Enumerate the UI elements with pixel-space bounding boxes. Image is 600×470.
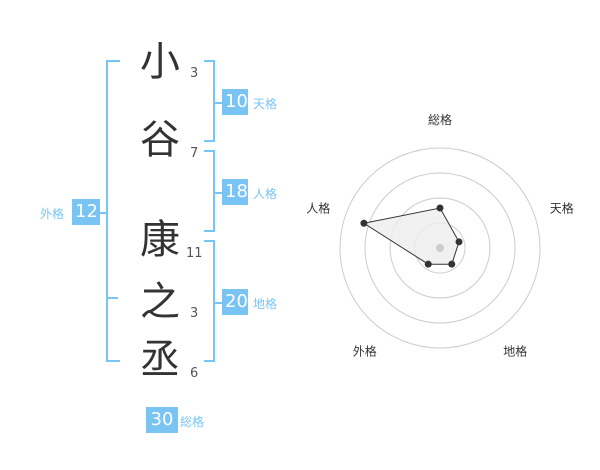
chikaku-connector	[215, 302, 222, 304]
tenkaku-connector	[215, 102, 222, 104]
gaikaku-bracket-divider	[106, 297, 118, 299]
stroke-count-3: 11	[186, 246, 203, 261]
jinkaku-connector	[215, 192, 222, 194]
radar-point-2	[455, 238, 463, 246]
radar-axis-label-5: 人格	[306, 200, 330, 215]
radar-axis-label-4: 外格	[353, 344, 377, 359]
jinkaku-label: 人格	[253, 187, 278, 201]
gaikaku-value: 12	[72, 199, 100, 225]
soukaku-label: 総格	[180, 415, 205, 429]
soukaku-value: 30	[146, 407, 178, 433]
radar-ring-4	[339, 147, 541, 349]
name-char-1: 小	[140, 39, 180, 85]
radar-axis-label-2: 天格	[550, 200, 574, 215]
name-char-4: 之	[140, 279, 180, 325]
name-char-5: 丞	[140, 337, 180, 383]
name-char-2: 谷	[140, 117, 180, 163]
radar-axis-label-1: 総格	[428, 112, 452, 127]
jinkaku-bracket	[204, 150, 215, 232]
stroke-count-2: 7	[190, 146, 199, 161]
radar-axis-label-3: 地格	[503, 344, 527, 359]
radar-point-3	[448, 260, 456, 268]
gaikaku-label: 外格	[40, 207, 65, 221]
chikaku-value: 20	[222, 289, 248, 315]
gaikaku-bracket	[106, 60, 120, 362]
tenkaku-value: 10	[222, 89, 248, 115]
tenkaku-bracket	[204, 60, 215, 142]
radar-point-4	[424, 260, 432, 268]
stroke-count-5: 6	[190, 366, 199, 381]
radar-ring-3	[364, 172, 516, 324]
chikaku-label: 地格	[253, 297, 278, 311]
gaikaku-connector	[100, 212, 106, 214]
stroke-count-1: 3	[190, 66, 199, 81]
radar-center-dot	[436, 244, 444, 252]
jinkaku-value: 18	[222, 179, 248, 205]
stroke-count-4: 3	[190, 306, 199, 321]
radar-polygon	[362, 207, 460, 265]
radar-point-5	[360, 219, 368, 227]
radar-point-1	[436, 204, 444, 212]
radar-ring-2	[389, 197, 491, 299]
tenkaku-label: 天格	[253, 97, 278, 111]
name-char-3: 康	[140, 217, 180, 263]
chikaku-bracket	[204, 240, 215, 362]
